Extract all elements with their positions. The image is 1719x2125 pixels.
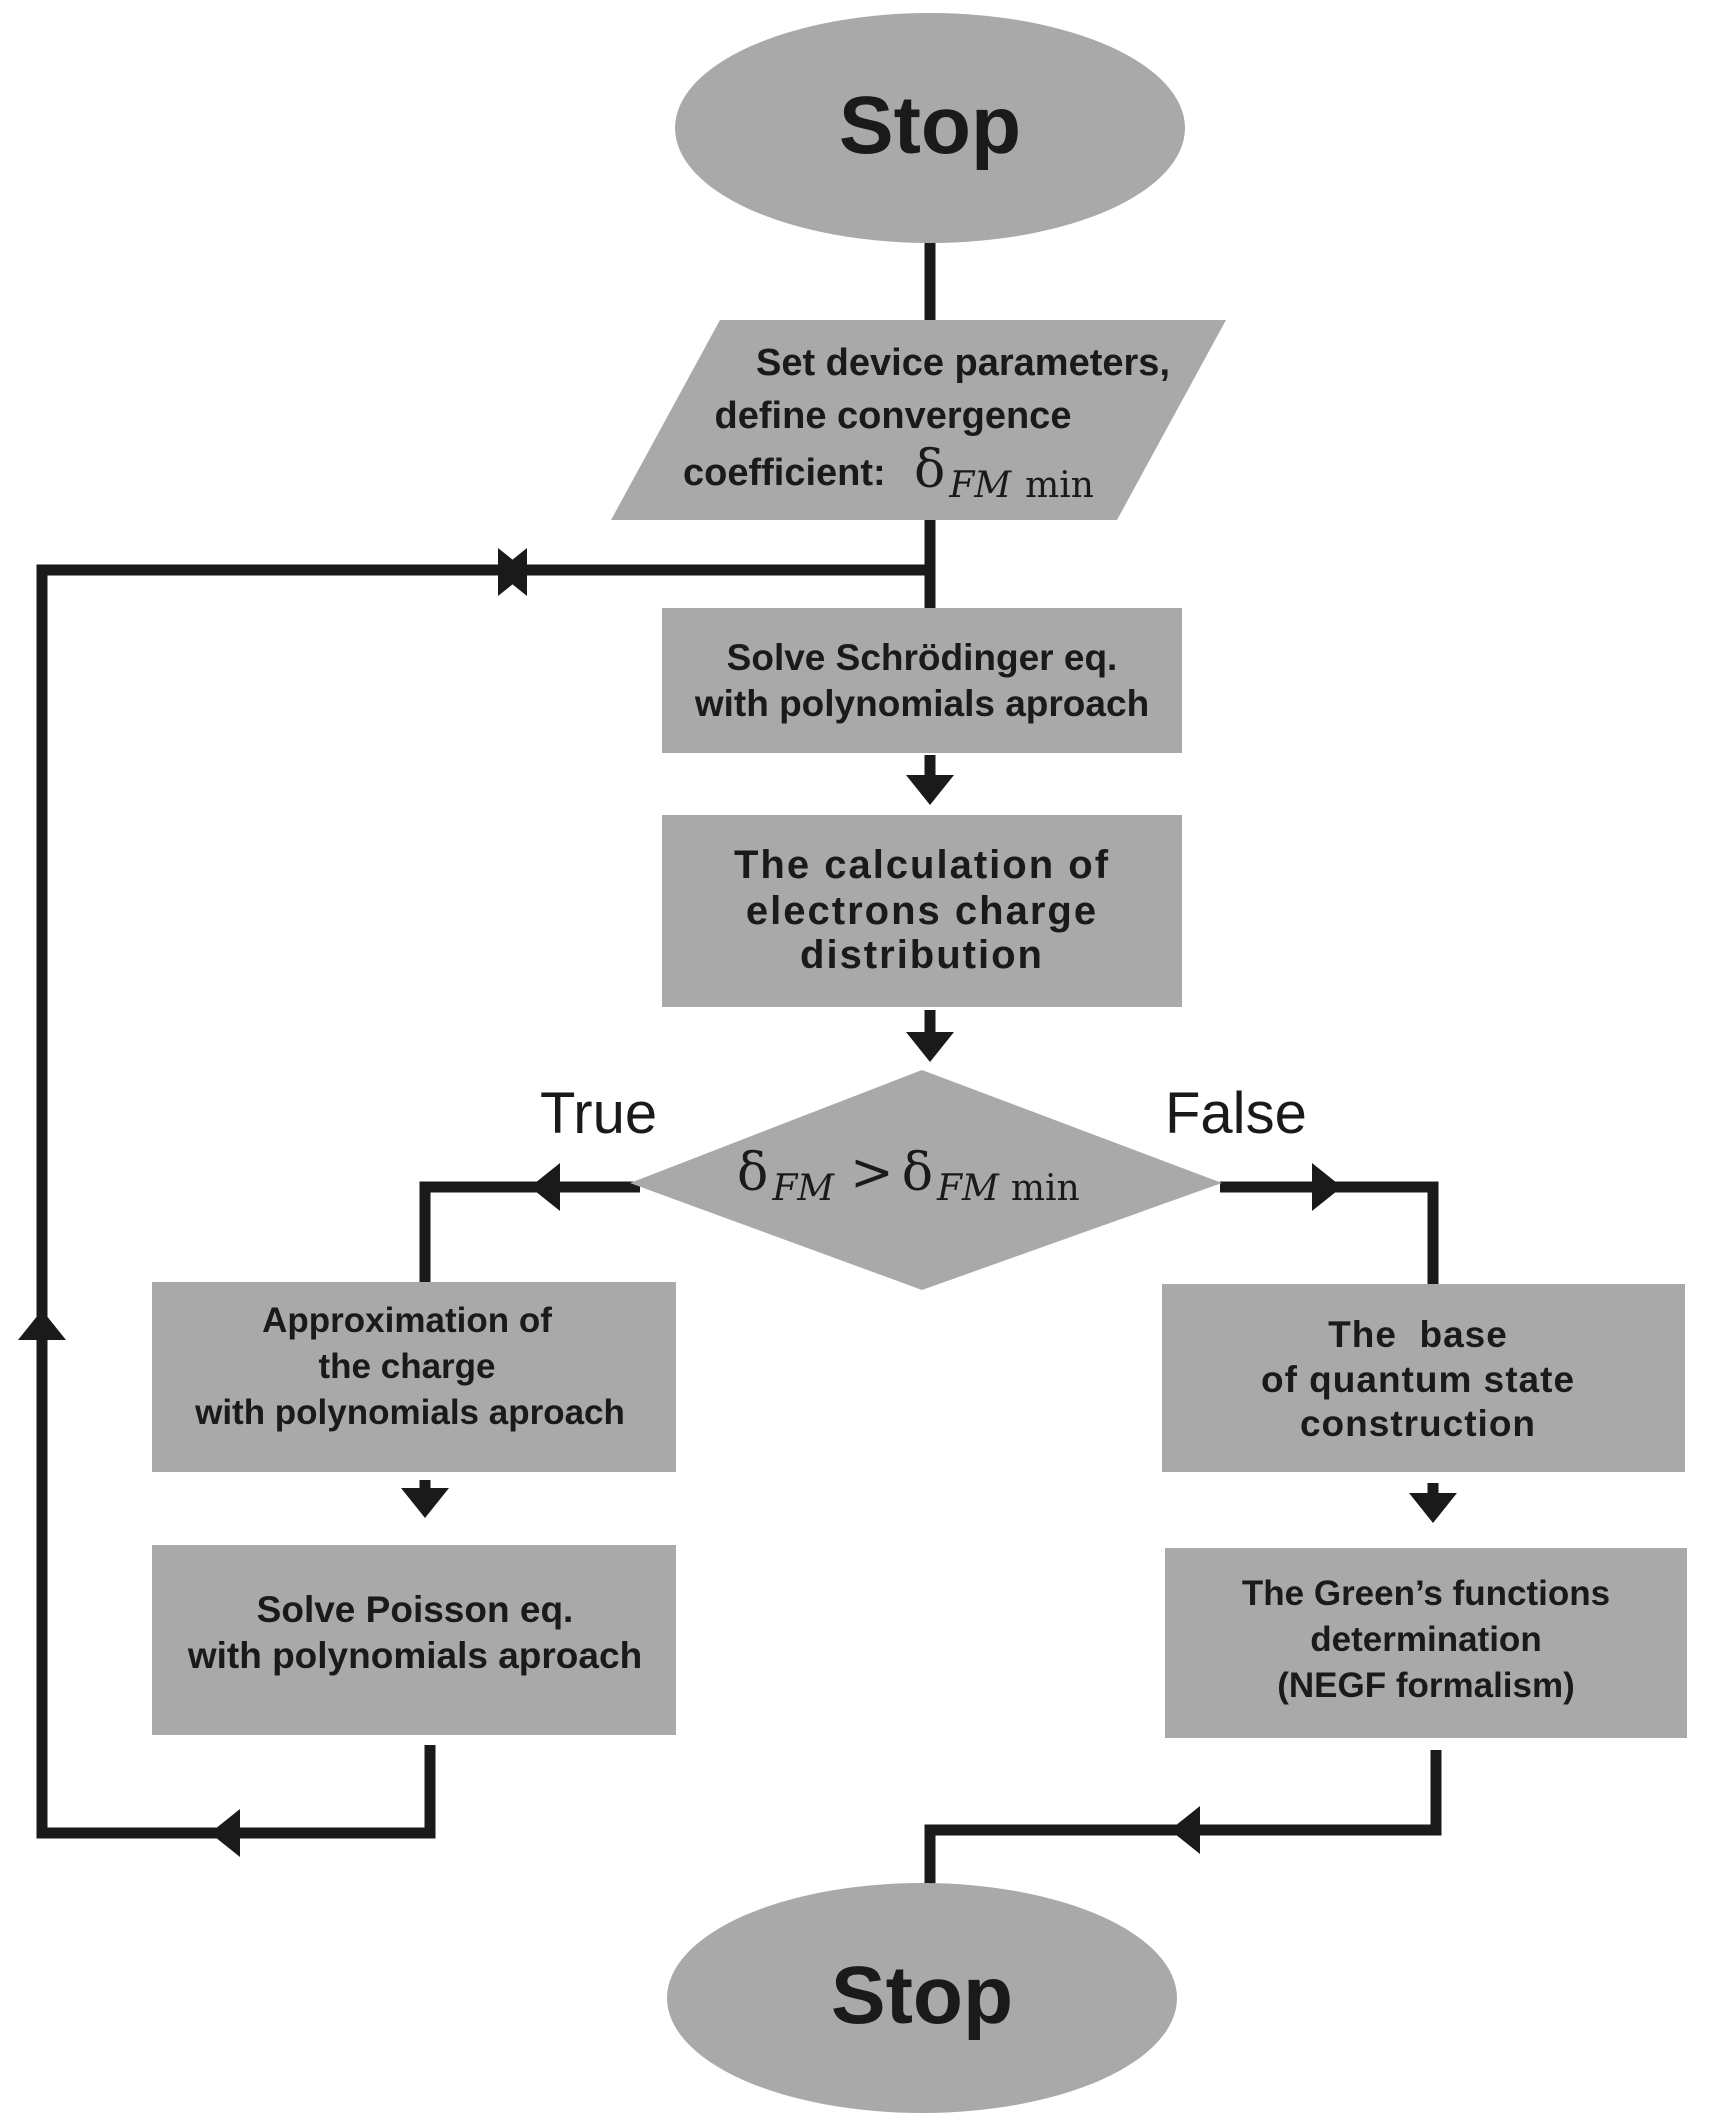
arrow-to-poisson — [401, 1488, 449, 1518]
decision-shape — [630, 1070, 1222, 1290]
process-shape — [662, 608, 1182, 753]
process-line-3: construction — [1300, 1403, 1536, 1444]
arrow-loop-right — [498, 548, 528, 596]
process-quantum-base: The base of quantum state construction — [1162, 1284, 1685, 1472]
process-line-3: with polynomials aproach — [194, 1393, 625, 1432]
terminal-shape — [667, 1883, 1177, 2113]
process-shape — [1165, 1548, 1687, 1738]
min-suffix: min — [1025, 465, 1094, 506]
process-shape — [662, 815, 1182, 1007]
true-branch-label: True — [540, 1081, 657, 1146]
process-line-2: with polynomials aproach — [694, 683, 1149, 724]
connector-loop-back — [36, 564, 930, 1839]
process-line-2: with polynomials aproach — [187, 1635, 642, 1676]
process-poisson: Solve Poisson eq. with polynomials aproa… — [152, 1545, 676, 1735]
arrow-to-decision — [906, 1032, 954, 1062]
process-charge-approximation: Approximation of the charge with polynom… — [152, 1282, 676, 1472]
input-shape — [611, 320, 1226, 520]
input-line-2: define convergence — [715, 395, 1072, 437]
greater-than-operator: > — [850, 1143, 894, 1203]
delta-symbol: δ — [737, 1143, 768, 1203]
input-parameters: Set device parameters, define convergenc… — [611, 320, 1226, 520]
process-line-2: the charge — [319, 1347, 496, 1386]
process-line-2: of quantum state — [1261, 1359, 1575, 1400]
arrow-loop-up — [18, 1310, 66, 1340]
connector-true-branch — [419, 1181, 640, 1290]
input-line-3: coefficient: — [683, 452, 886, 494]
false-branch-label: False — [1165, 1081, 1307, 1146]
delta-symbol-2: δ — [902, 1143, 933, 1203]
process-line-3: (NEGF formalism) — [1277, 1666, 1575, 1705]
process-line-1: Solve Schrödinger eq. — [727, 637, 1118, 678]
arrow-to-stop-left — [1170, 1806, 1200, 1854]
terminal-shape — [675, 13, 1185, 243]
arrow-loop-bottom-left — [210, 1809, 240, 1857]
process-line-1: The Green’s functions — [1242, 1574, 1610, 1613]
process-line-2: determination — [1310, 1620, 1541, 1659]
arrow-to-charge — [906, 775, 954, 805]
terminal-label: Stop — [839, 80, 1021, 171]
fm-subscript: FM — [948, 465, 1012, 506]
process-line-1: Solve Poisson eq. — [257, 1589, 574, 1630]
stop-terminal-bottom: Stop — [667, 1883, 1177, 2113]
arrow-to-greens — [1409, 1493, 1457, 1523]
process-shape — [152, 1545, 676, 1735]
stop-terminal-top: Stop — [675, 13, 1185, 243]
process-greens-functions: The Green’s functions determination (NEG… — [1165, 1548, 1687, 1738]
process-shape — [152, 1282, 676, 1472]
fm-subscript-2: FM — [936, 1168, 1000, 1209]
process-line-1: Approximation of — [262, 1301, 552, 1340]
input-line-1: Set device parameters, — [756, 342, 1170, 384]
arrow-true-left — [530, 1163, 560, 1211]
process-line-1: The base — [1328, 1314, 1508, 1355]
fm-subscript: FM — [771, 1168, 835, 1209]
connector-false-branch — [1220, 1181, 1439, 1293]
process-schrodinger: Solve Schrödinger eq. with polynomials a… — [662, 608, 1182, 753]
arrow-false-right — [1312, 1163, 1342, 1211]
process-line-3: distribution — [800, 933, 1044, 977]
process-line-2: electrons charge — [746, 889, 1098, 933]
process-shape — [1162, 1284, 1685, 1472]
delta-symbol: δ — [914, 440, 945, 500]
min-suffix: min — [1011, 1168, 1080, 1209]
process-charge-calculation: The calculation of electrons charge dist… — [662, 815, 1182, 1007]
process-line-1: The calculation of — [734, 843, 1110, 887]
arrowheads — [18, 548, 1457, 1857]
terminal-label: Stop — [831, 1950, 1013, 2041]
